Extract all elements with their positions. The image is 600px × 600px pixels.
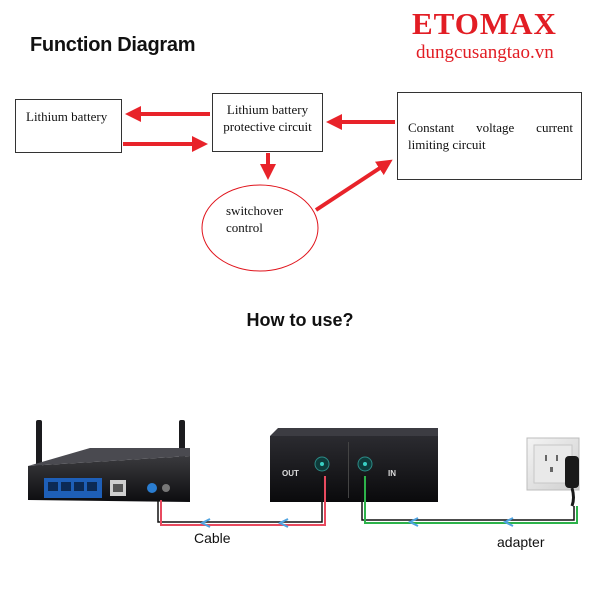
cable-label: Cable bbox=[194, 530, 231, 546]
router-illustration bbox=[28, 420, 190, 502]
wall-socket-illustration bbox=[527, 438, 579, 506]
out-port-label: OUT bbox=[282, 469, 299, 478]
adapter-label: adapter bbox=[497, 534, 544, 550]
mini-ups-illustration bbox=[270, 428, 438, 502]
in-port-label: IN bbox=[388, 469, 396, 478]
